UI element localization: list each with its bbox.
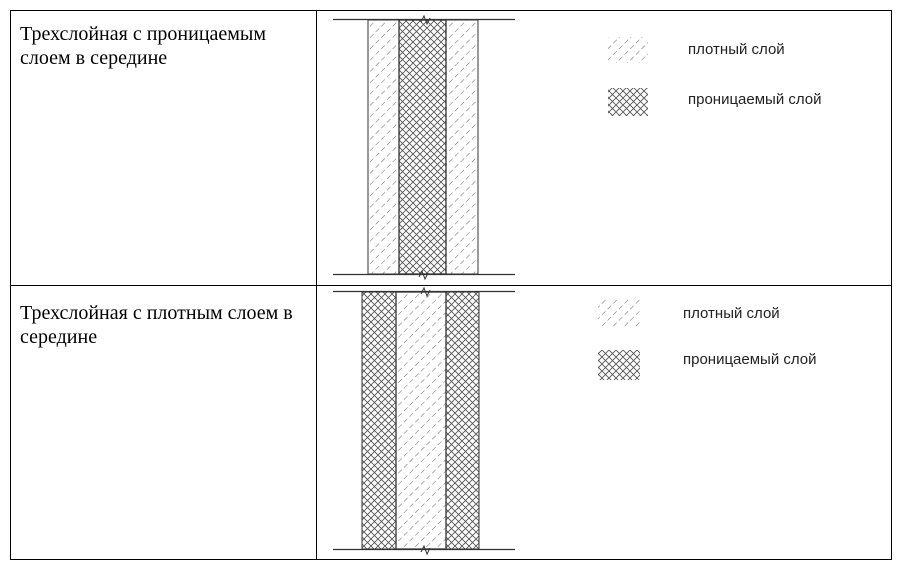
layer-permeable-right: [445, 291, 480, 550]
layer-permeable-middle: [398, 19, 447, 275]
diagram-row-1: [333, 14, 515, 281]
legend-swatch-permeable: [608, 88, 648, 116]
break-mark-bottom: [420, 544, 431, 556]
break-mark-top: [420, 286, 431, 298]
layer-dense-middle: [395, 291, 447, 550]
legend-swatch-dense: [608, 37, 648, 63]
layer-permeable-left: [361, 291, 397, 550]
diagram-row-2: [333, 286, 515, 556]
legend-row-2: плотный слой проницаемый слой: [598, 298, 817, 380]
legend-label-permeable: проницаемый слой: [688, 91, 822, 108]
legend-label-dense: плотный слой: [688, 41, 785, 58]
legend-label-dense: плотный слой: [683, 305, 780, 322]
break-mark-bottom: [418, 269, 429, 281]
comparison-table: Трехслойная с проницаемым слоем в середи…: [10, 10, 891, 560]
legend-label-permeable: проницаемый слой: [683, 351, 817, 368]
legend-swatch-permeable: [598, 350, 640, 380]
break-mark-top: [420, 14, 431, 26]
row-1-title: Трехслойная с проницаемым слоем в середи…: [20, 23, 267, 69]
legend-swatch-dense: [598, 298, 640, 328]
row-2-title: Трехслойная с плотным слоем в середине: [20, 302, 293, 348]
layer-dense-right: [445, 19, 479, 275]
layer-dense-left: [367, 19, 400, 275]
legend-row-1: плотный слой проницаемый слой: [608, 37, 822, 116]
table-grid: [10, 10, 892, 560]
